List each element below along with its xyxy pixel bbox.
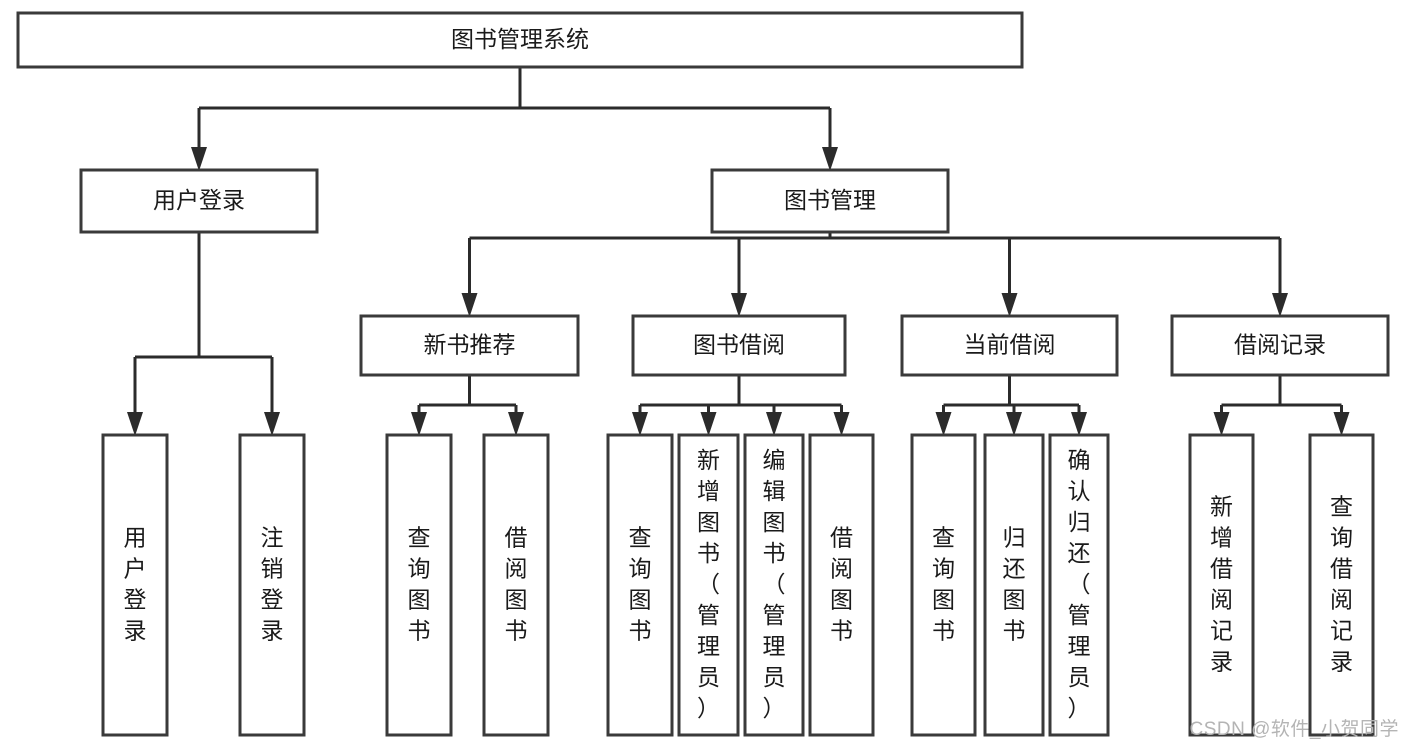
node-label-borrow-record: 借阅记录 — [1234, 332, 1326, 358]
node-root[interactable]: 图书管理系统 — [16, 11, 1024, 69]
node-label-leaf-user-logout: 注销登录 — [261, 524, 284, 643]
node-leaf-confirm-return[interactable]: 确认归还（管理员） — [1048, 433, 1110, 737]
node-leaf-user-logout[interactable]: 注销登录 — [238, 433, 306, 737]
node-label-leaf-borrow-book: 借阅图书 — [830, 524, 853, 643]
node-label-leaf-add-book: 新增图书（管理员） — [697, 447, 720, 721]
node-label-book-manage: 图书管理 — [784, 187, 876, 213]
node-label-leaf-confirm-return: 确认归还（管理员） — [1068, 447, 1091, 721]
node-new-book-rec[interactable]: 新书推荐 — [359, 314, 580, 377]
node-box-leaf-edit-book[interactable] — [743, 433, 805, 737]
node-box-leaf-query-book-cur[interactable] — [910, 433, 977, 737]
node-label-book-borrow: 图书借阅 — [693, 332, 785, 358]
node-box-leaf-confirm-return[interactable] — [1048, 433, 1110, 737]
node-leaf-query-book[interactable]: 查询图书 — [606, 433, 674, 737]
node-box-leaf-query-record[interactable] — [1308, 433, 1375, 737]
node-box-borrow-record[interactable] — [1170, 314, 1390, 377]
node-leaf-edit-book[interactable]: 编辑图书（管理员） — [743, 433, 805, 737]
node-leaf-add-book[interactable]: 新增图书（管理员） — [677, 433, 740, 737]
node-box-leaf-return-book[interactable] — [983, 433, 1045, 737]
node-leaf-borrow-book[interactable]: 借阅图书 — [808, 433, 875, 737]
node-box-leaf-query-book[interactable] — [606, 433, 674, 737]
node-borrow-record[interactable]: 借阅记录 — [1170, 314, 1390, 377]
node-label-leaf-user-login: 用户登录 — [124, 524, 147, 643]
node-box-leaf-user-logout[interactable] — [238, 433, 306, 737]
node-box-root[interactable] — [16, 11, 1024, 69]
node-label-leaf-borrow-book-rec: 借阅图书 — [505, 524, 528, 643]
node-box-new-book-rec[interactable] — [359, 314, 580, 377]
node-label-leaf-query-book-rec: 查询图书 — [408, 524, 431, 643]
node-box-leaf-borrow-book[interactable] — [808, 433, 875, 737]
node-leaf-query-book-rec[interactable]: 查询图书 — [385, 433, 453, 737]
node-box-leaf-user-login[interactable] — [101, 433, 169, 737]
node-leaf-user-login[interactable]: 用户登录 — [101, 433, 169, 737]
node-current-borrow[interactable]: 当前借阅 — [900, 314, 1119, 377]
node-label-leaf-query-book-cur: 查询图书 — [932, 524, 955, 643]
node-leaf-borrow-book-rec[interactable]: 借阅图书 — [482, 433, 550, 737]
node-box-current-borrow[interactable] — [900, 314, 1119, 377]
node-box-user-login[interactable] — [79, 168, 319, 234]
node-user-login[interactable]: 用户登录 — [79, 168, 319, 234]
node-layer: 图书管理系统用户登录图书管理新书推荐图书借阅当前借阅借阅记录用户登录注销登录查询… — [16, 11, 1390, 737]
node-box-leaf-add-record[interactable] — [1188, 433, 1255, 737]
node-label-new-book-rec: 新书推荐 — [424, 332, 516, 358]
node-label-current-borrow: 当前借阅 — [964, 332, 1056, 358]
node-book-manage[interactable]: 图书管理 — [710, 168, 950, 234]
node-box-leaf-query-book-rec[interactable] — [385, 433, 453, 737]
node-label-leaf-query-record: 查询借阅记录 — [1330, 493, 1353, 674]
node-leaf-return-book[interactable]: 归还图书 — [983, 433, 1045, 737]
node-box-leaf-add-book[interactable] — [677, 433, 740, 737]
node-box-book-manage[interactable] — [710, 168, 950, 234]
node-label-leaf-query-book: 查询图书 — [629, 524, 652, 643]
node-box-book-borrow[interactable] — [631, 314, 847, 377]
node-label-leaf-add-record: 新增借阅记录 — [1210, 493, 1233, 674]
node-label-leaf-return-book: 归还图书 — [1003, 524, 1026, 643]
node-leaf-add-record[interactable]: 新增借阅记录 — [1188, 433, 1255, 737]
node-leaf-query-book-cur[interactable]: 查询图书 — [910, 433, 977, 737]
node-label-root: 图书管理系统 — [451, 26, 589, 52]
connector-layer — [127, 67, 1350, 436]
node-book-borrow[interactable]: 图书借阅 — [631, 314, 847, 377]
node-box-leaf-borrow-book-rec[interactable] — [482, 433, 550, 737]
node-label-leaf-edit-book: 编辑图书（管理员） — [763, 447, 786, 721]
node-label-user-login: 用户登录 — [153, 187, 245, 213]
node-leaf-query-record[interactable]: 查询借阅记录 — [1308, 433, 1375, 737]
